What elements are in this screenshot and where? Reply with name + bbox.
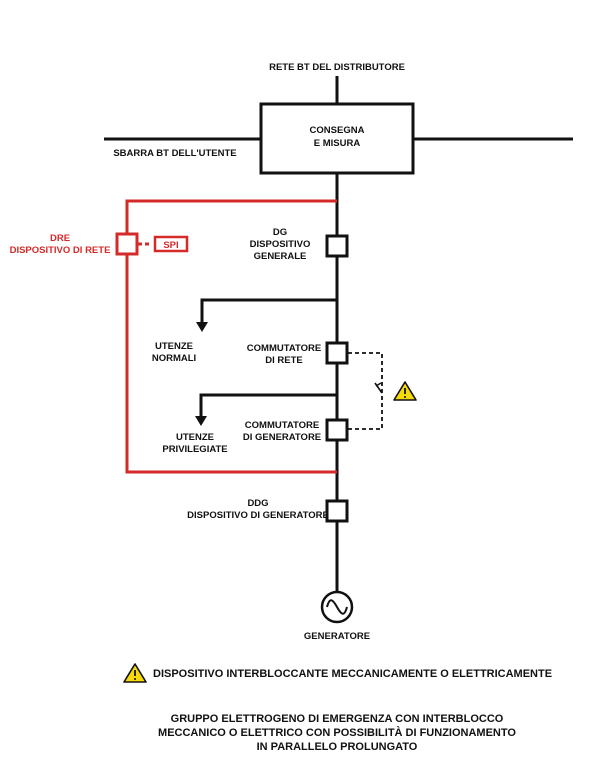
- dg-label-line3: GENERALE: [254, 251, 307, 262]
- spi-label: SPI: [163, 240, 178, 251]
- metering-box: [259, 102, 415, 175]
- caption-line1: GRUPPO ELETTROGENO DI EMERGENZA CON INTE…: [171, 713, 504, 725]
- ddg-device-box: [325, 499, 349, 523]
- dre-label-line1: DRE: [50, 233, 70, 244]
- gen-switch-label-line2: DI GENERATORE: [243, 432, 321, 443]
- dg-label-line1: DG: [273, 227, 287, 238]
- priority-loads-arrow-icon: [195, 416, 207, 426]
- user-busbar-label: SBARRA BT DELL'UTENTE: [113, 148, 236, 159]
- legend-warning-triangle-icon: [123, 663, 147, 683]
- grid-switch-label-line2: DI RETE: [265, 355, 302, 366]
- legend-text: DISPOSITIVO INTERBLOCCANTE MECCANICAMENT…: [153, 668, 552, 680]
- dre-device-box: [115, 232, 139, 256]
- normal-loads-arrow-icon: [196, 322, 208, 332]
- metering-label-line1: CONSEGNA: [310, 125, 365, 136]
- normal-loads-label-line2: NORMALI: [152, 353, 196, 364]
- priority-loads-branch: [199, 393, 337, 418]
- dg-device-box: [325, 234, 349, 258]
- normal-loads-label-line1: UTENZE: [155, 341, 193, 352]
- grid-supply-label: RETE BT DEL DISTRIBUTORE: [269, 62, 405, 73]
- warning-triangle-icon: [393, 381, 417, 401]
- interlock-switch-tick: [375, 382, 382, 387]
- dre-path: [125, 199, 337, 474]
- generator-label: GENERATORE: [304, 631, 370, 642]
- interlock-dashed-link: [348, 352, 383, 430]
- caption-line3: IN PARALLELO PROLUNGATO: [257, 741, 418, 753]
- dre-label-line2: DISPOSITIVO DI RETE: [10, 245, 111, 256]
- grid-switch-box: [325, 341, 349, 365]
- metering-label-line2: E MISURA: [314, 138, 361, 149]
- gen-switch-box: [325, 418, 349, 442]
- dg-label-line2: DISPOSITIVO: [250, 239, 311, 250]
- gen-switch-label-line1: COMMUTATORE: [245, 420, 319, 431]
- caption-line2: MECCANICO O ELETTRICO CON POSSIBILITÀ DI…: [158, 726, 516, 739]
- generator-symbol-icon: [320, 590, 354, 624]
- normal-loads-branch: [200, 298, 337, 324]
- priority-loads-label-line2: PRIVILEGIATE: [162, 444, 227, 455]
- priority-loads-label-line1: UTENZE: [176, 432, 214, 443]
- ddg-label-line2: DISPOSITIVO DI GENERATORE: [187, 510, 329, 521]
- spi-box: [153, 235, 189, 253]
- legend: DISPOSITIVO INTERBLOCCANTE MECCANICAMENT…: [123, 663, 552, 683]
- interlock-switch-lever: [374, 382, 383, 394]
- grid-switch-label-line1: COMMUTATORE: [247, 343, 321, 354]
- ddg-label-line1: DDG: [247, 498, 268, 509]
